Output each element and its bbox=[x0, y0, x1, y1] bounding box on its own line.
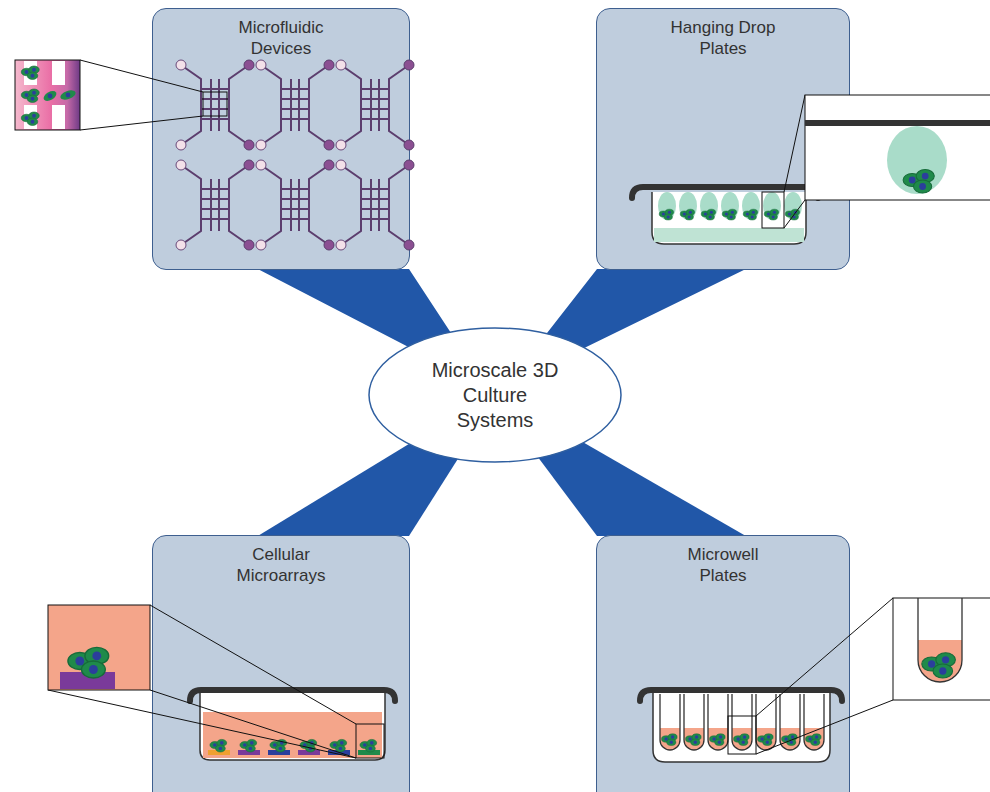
well-plate bbox=[708, 694, 728, 750]
drop-plate bbox=[652, 192, 806, 244]
drop-plate bbox=[632, 187, 818, 198]
chip-array bbox=[176, 160, 254, 250]
well-plate bbox=[804, 694, 824, 750]
zoom-callout bbox=[356, 724, 384, 758]
chip-array bbox=[256, 160, 334, 250]
zoom-callout bbox=[52, 61, 65, 85]
category-panel: Cellular Microarrays bbox=[152, 535, 410, 792]
ellipse-shape bbox=[369, 328, 621, 462]
zoom-callout bbox=[67, 647, 108, 678]
panel-title: Microwell Plates bbox=[664, 544, 782, 587]
zoom-callout bbox=[21, 89, 39, 103]
zoom-callout bbox=[48, 605, 356, 758]
zoom-callout bbox=[921, 652, 955, 677]
panel-title: Microfluidic Devices bbox=[222, 17, 340, 60]
hub-ellipse: Microscale 3D Culture Systems bbox=[368, 327, 622, 463]
zoom-callout bbox=[21, 66, 39, 80]
chip-array bbox=[336, 60, 414, 150]
chip-array bbox=[176, 60, 254, 150]
drop-plate bbox=[658, 192, 676, 220]
zoom-callout bbox=[48, 605, 384, 758]
array-dish bbox=[190, 690, 395, 701]
zoom-callout bbox=[728, 716, 756, 754]
zoom-callout bbox=[15, 60, 227, 130]
well-plate bbox=[756, 694, 776, 750]
drop-plate bbox=[721, 192, 739, 220]
well-plate bbox=[732, 694, 752, 750]
well-plate bbox=[660, 694, 680, 750]
zoom-callout bbox=[48, 605, 150, 690]
zoom-callout bbox=[15, 60, 80, 130]
category-panel: Hanging Drop Plates bbox=[596, 8, 850, 270]
drop-plate bbox=[654, 228, 804, 242]
drop-plate bbox=[763, 192, 781, 220]
chip-array bbox=[176, 60, 414, 250]
zoom-callout bbox=[65, 92, 70, 97]
array-dish bbox=[190, 690, 395, 760]
panel-title: Hanging Drop Plates bbox=[664, 17, 782, 60]
zoom-callout bbox=[762, 192, 784, 228]
drop-plate bbox=[632, 187, 818, 244]
array-dish bbox=[239, 739, 256, 752]
well-plate bbox=[780, 694, 800, 750]
zoom-callout bbox=[728, 598, 990, 754]
zoom-callout bbox=[784, 95, 805, 228]
zoom-callout bbox=[41, 89, 57, 103]
zoom-callout bbox=[762, 95, 990, 228]
category-panel: Microwell Plates bbox=[596, 535, 850, 792]
zoom-callout bbox=[805, 95, 990, 200]
zoom-callout bbox=[903, 169, 934, 192]
array-dish bbox=[209, 739, 226, 752]
zoom-callout bbox=[59, 88, 77, 101]
array-dish bbox=[200, 693, 385, 760]
zoom-callout bbox=[80, 60, 203, 130]
drop-plate bbox=[700, 192, 718, 220]
drop-plate bbox=[742, 192, 760, 220]
well-plate bbox=[640, 690, 842, 701]
hub-label: Microscale 3D Culture Systems bbox=[425, 358, 565, 433]
array-dish bbox=[359, 739, 376, 752]
zoom-callout bbox=[47, 93, 52, 98]
drop-plate bbox=[679, 192, 697, 220]
array-dish bbox=[203, 712, 382, 758]
zoom-callout bbox=[805, 120, 990, 126]
well-plate bbox=[684, 694, 704, 750]
zoom-callout bbox=[21, 112, 39, 126]
well-plate bbox=[653, 693, 830, 762]
zoom-callout bbox=[203, 92, 227, 116]
category-panel: Microfluidic Devices bbox=[152, 8, 410, 270]
zoom-callout bbox=[756, 598, 893, 754]
zoom-callout bbox=[893, 598, 990, 700]
well-plate bbox=[640, 690, 842, 762]
chip-array bbox=[336, 160, 414, 250]
zoom-callout bbox=[918, 598, 962, 682]
panel-title: Cellular Microarrays bbox=[222, 544, 340, 587]
zoom-callout bbox=[52, 105, 65, 129]
zoom-callout bbox=[887, 126, 947, 194]
chip-array bbox=[256, 60, 334, 150]
